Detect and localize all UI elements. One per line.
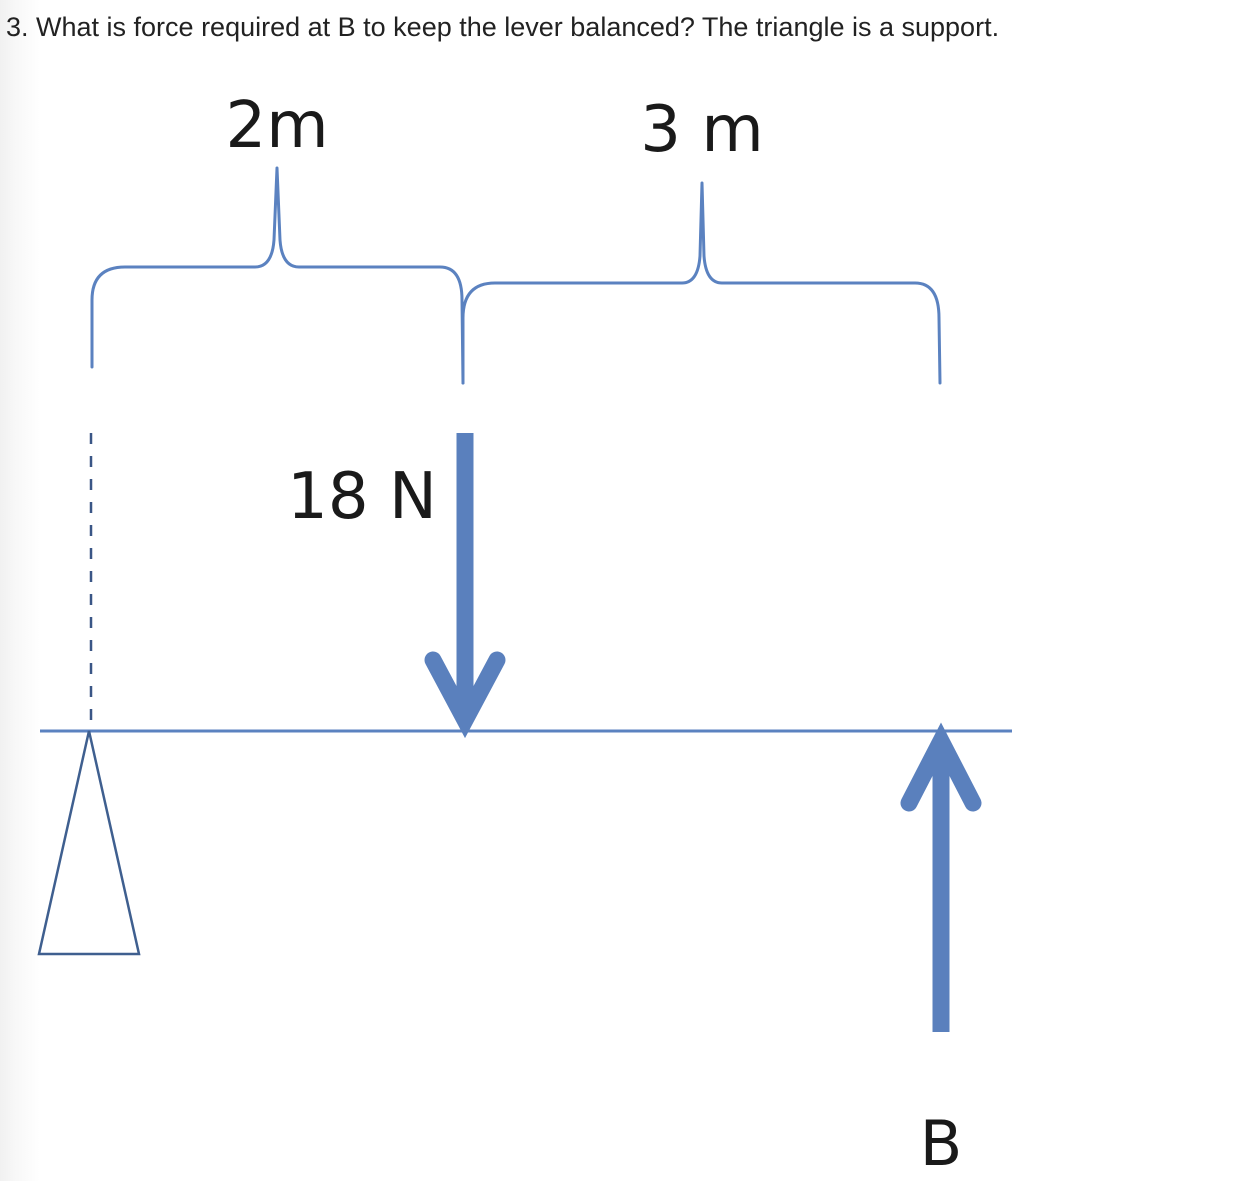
point-b-label: B: [920, 1107, 963, 1180]
question-text: 3. What is force required at B to keep t…: [6, 12, 1000, 42]
upward-force-arrow: [900, 722, 982, 1032]
downward-force-arrow: [424, 433, 506, 739]
triangle-support: [37, 730, 141, 956]
brace-2m: [90, 166, 465, 385]
force-label: 18 N: [287, 460, 437, 534]
distance-label-2m: 2m: [225, 89, 328, 163]
brace-3m: [461, 181, 942, 385]
distance-label-3m: 3 m: [640, 93, 763, 167]
